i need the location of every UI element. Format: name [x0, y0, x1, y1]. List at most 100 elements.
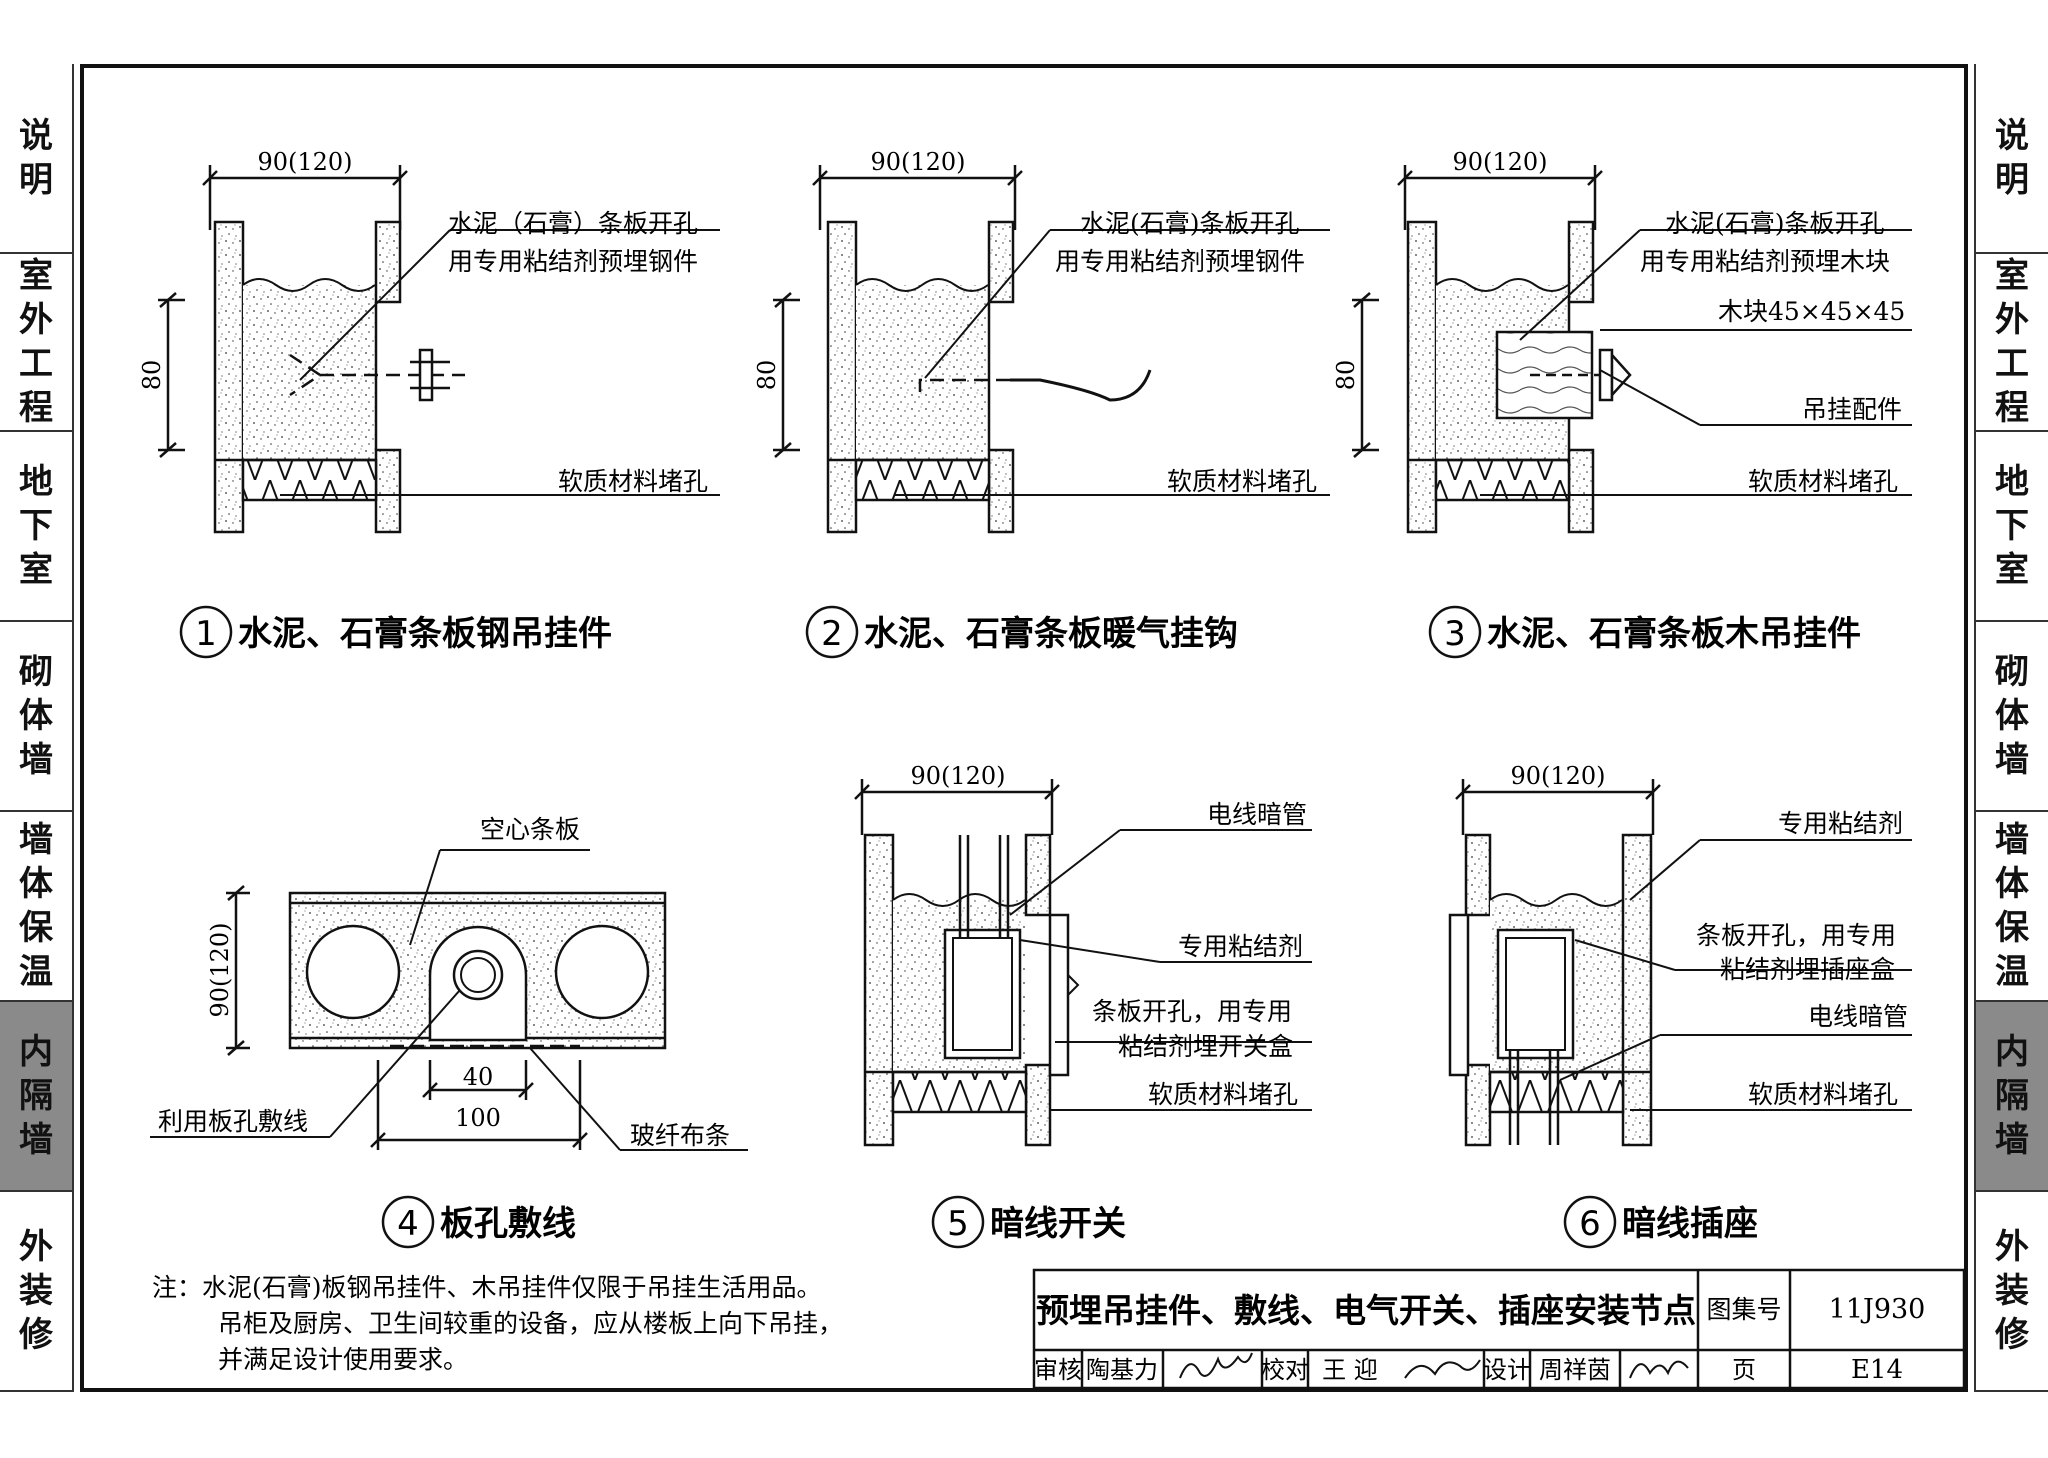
d1-label2: 用专用粘结剂预埋钢件 [448, 247, 698, 276]
d3-num: 3 [1444, 614, 1466, 654]
d6-caption: 暗线插座 [1622, 1204, 1758, 1244]
d2-height: 80 [753, 360, 781, 391]
panel-left-skin [213, 220, 245, 534]
side-tab-char: 墙 [19, 820, 53, 860]
d4-label1: 空心条板 [480, 815, 580, 844]
side-tab-char: 墙 [1995, 1120, 2029, 1160]
side-tab-2[interactable]: 地下室 [0, 432, 74, 622]
side-tab-char: 下 [19, 506, 53, 546]
detail-3 [1352, 165, 1912, 534]
atlas-label: 图集号 [1706, 1295, 1781, 1324]
side-tab-char: 墙 [19, 1120, 53, 1160]
d2-caption: 水泥、石膏条板暖气挂钩 [864, 614, 1238, 654]
side-tab-char: 内 [1995, 1032, 2029, 1072]
side-tab-char: 修 [1995, 1315, 2029, 1355]
side-tab-3[interactable]: 砌体墙 [0, 622, 74, 812]
d5-label5: 软质材料堵孔 [1148, 1080, 1298, 1109]
d1-width: 90(120) [257, 148, 352, 176]
check-name: 王 迎 [1322, 1356, 1378, 1384]
title-block-title: 预埋吊挂件、敷线、电气开关、插座安装节点 [1036, 1291, 1696, 1330]
side-tab-char: 说 [1995, 116, 2029, 156]
side-tab-char: 墙 [1995, 740, 2029, 780]
side-tab-5[interactable]: 内隔墙 [0, 1002, 74, 1192]
side-tab-char: 外 [1995, 1227, 2029, 1267]
check-label: 校对 [1261, 1356, 1309, 1384]
side-tab-0[interactable]: 说明 [0, 64, 74, 254]
d4-label3: 玻纤布条 [630, 1121, 730, 1150]
d6-label3: 粘结剂埋插座盒 [1720, 955, 1895, 984]
side-tab-char: 外 [19, 300, 53, 340]
d3-caption: 水泥、石膏条板木吊挂件 [1487, 614, 1861, 654]
side-tab-char: 体 [1995, 864, 2029, 904]
title-block [1032, 1268, 1966, 1390]
d3-label5: 软质材料堵孔 [1748, 467, 1898, 496]
d6-label1: 专用粘结剂 [1778, 809, 1903, 838]
side-tab-6[interactable]: 外装修 [0, 1192, 74, 1392]
design-name: 周祥茵 [1539, 1356, 1611, 1384]
detail-6 [1448, 779, 1912, 1147]
side-tab-char: 程 [1995, 388, 2029, 428]
d5-num: 5 [947, 1204, 969, 1244]
note-line1: 注：水泥(石膏)板钢吊挂件、木吊挂件仅限于吊挂生活用品。 [152, 1273, 822, 1302]
d1-label1: 水泥（石膏）条板开孔 [448, 209, 698, 238]
side-tab-char: 室 [1995, 256, 2029, 296]
steel-embed [289, 353, 465, 397]
side-tab-char: 地 [19, 462, 53, 502]
review-label: 审核 [1034, 1356, 1082, 1384]
d4-num: 4 [397, 1204, 419, 1244]
d2-width: 90(120) [870, 148, 965, 176]
side-tab-1[interactable]: 室外工程 [0, 254, 74, 432]
wood-block [1495, 330, 1594, 420]
d4-label2: 利用板孔敷线 [158, 1107, 308, 1136]
side-tab-2[interactable]: 地下室 [1974, 432, 2048, 622]
detail-5 [854, 779, 1312, 1147]
atlas-number: 11J930 [1829, 1294, 1926, 1325]
side-tab-4[interactable]: 墙体保温 [0, 812, 74, 1002]
page-label: 页 [1732, 1356, 1756, 1384]
side-tab-char: 墙 [1995, 820, 2029, 860]
side-tab-char: 体 [19, 696, 53, 736]
side-tab-char: 隔 [19, 1076, 53, 1116]
side-tab-char: 外 [1995, 300, 2029, 340]
side-tab-3[interactable]: 砌体墙 [1974, 622, 2048, 812]
side-tab-char: 砌 [1995, 652, 2029, 692]
page-number: E14 [1851, 1355, 1903, 1385]
d4-caption: 板孔敷线 [440, 1204, 576, 1244]
side-tab-1[interactable]: 室外工程 [1974, 254, 2048, 432]
side-tab-6[interactable]: 外装修 [1974, 1192, 2048, 1392]
side-tab-char: 下 [1995, 506, 2029, 546]
side-tab-4[interactable]: 墙体保温 [1974, 812, 2048, 1002]
side-tab-char: 程 [19, 388, 53, 428]
d3-width: 90(120) [1452, 148, 1547, 176]
side-tab-char: 室 [1995, 550, 2029, 590]
d3-height: 80 [1332, 360, 1360, 391]
d5-width: 90(120) [910, 762, 1005, 790]
review-name: 陶基力 [1086, 1356, 1158, 1384]
d6-label5: 软质材料堵孔 [1748, 1080, 1898, 1109]
side-tab-char: 墙 [19, 740, 53, 780]
detail-2 [773, 165, 1330, 534]
d2-label2: 用专用粘结剂预埋钢件 [1055, 247, 1305, 276]
switch-plate [1048, 913, 1070, 1077]
d5-label4: 粘结剂埋开关盒 [1118, 1032, 1293, 1061]
side-tab-char: 内 [19, 1032, 53, 1072]
d5-label1: 电线暗管 [1207, 800, 1307, 829]
note-line3: 并满足设计使用要求。 [218, 1345, 468, 1374]
side-tab-char: 明 [1995, 160, 2029, 200]
side-tab-char: 地 [1995, 462, 2029, 502]
adhesive-fill [243, 285, 376, 460]
side-tab-5[interactable]: 内隔墙 [1974, 1002, 2048, 1192]
side-tab-char: 体 [1995, 696, 2029, 736]
side-tab-char: 室 [19, 550, 53, 590]
side-tab-char: 砌 [19, 652, 53, 692]
d5-caption: 暗线开关 [990, 1204, 1126, 1244]
side-tab-char: 保 [1995, 908, 2029, 948]
d4-height: 90(120) [206, 922, 234, 1017]
d1-caption: 水泥、石膏条板钢吊挂件 [238, 614, 612, 654]
note-line2: 吊柜及厨房、卫生间较重的设备，应从楼板上向下吊挂， [218, 1309, 843, 1338]
side-tab-char: 外 [19, 1227, 53, 1267]
side-tab-0[interactable]: 说明 [1974, 64, 2048, 254]
d3-label2: 用专用粘结剂预埋木块 [1640, 247, 1890, 276]
side-tab-char: 说 [19, 116, 53, 156]
